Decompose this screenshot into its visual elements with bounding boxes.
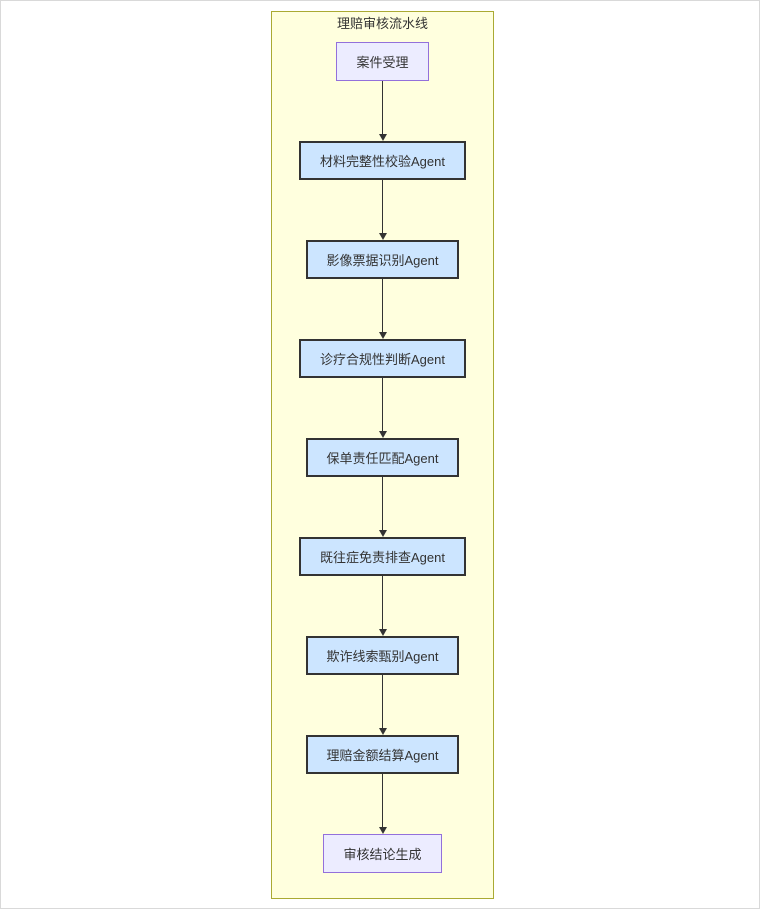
node-case-intake: 案件受理 <box>336 42 429 81</box>
edge-line <box>382 279 383 332</box>
arrowhead-icon <box>378 827 387 834</box>
edge-line <box>382 774 383 827</box>
arrowhead-icon <box>378 332 387 339</box>
flow-column: 案件受理 材料完整性校验Agent 影像票据识别Agent 诊疗合规性判断Age… <box>272 42 493 873</box>
cluster-title: 理赔审核流水线 <box>336 16 428 31</box>
edge-5 <box>378 477 387 537</box>
edge-line <box>382 378 383 431</box>
edge-1 <box>378 81 387 141</box>
node-preexisting-exclusion-agent: 既往症免责排查Agent <box>299 537 466 576</box>
arrowhead-icon <box>378 431 387 438</box>
edge-2 <box>378 180 387 240</box>
arrowhead-icon <box>378 134 387 141</box>
arrowhead-icon <box>378 728 387 735</box>
arrowhead-icon <box>378 629 387 636</box>
edge-8 <box>378 774 387 834</box>
edge-line <box>382 576 383 629</box>
edge-6 <box>378 576 387 636</box>
node-fraud-screening-agent: 欺诈线索甄别Agent <box>305 636 460 675</box>
node-policy-liability-agent: 保单责任匹配Agent <box>305 438 460 477</box>
edge-3 <box>378 279 387 339</box>
node-image-receipt-ocr-agent: 影像票据识别Agent <box>305 240 460 279</box>
edge-line <box>382 675 383 728</box>
node-material-check-agent: 材料完整性校验Agent <box>299 141 466 180</box>
node-treatment-compliance-agent: 诊疗合规性判断Agent <box>299 339 466 378</box>
pipeline-cluster: 理赔审核流水线 案件受理 材料完整性校验Agent 影像票据识别Agent 诊疗… <box>271 11 494 899</box>
arrowhead-icon <box>378 530 387 537</box>
edge-line <box>382 477 383 530</box>
edge-line <box>382 81 383 134</box>
edge-7 <box>378 675 387 735</box>
node-claim-settlement-agent: 理赔金额结算Agent <box>305 735 460 774</box>
arrowhead-icon <box>378 233 387 240</box>
edge-4 <box>378 378 387 438</box>
node-review-conclusion: 审核结论生成 <box>323 834 442 873</box>
edge-line <box>382 180 383 233</box>
